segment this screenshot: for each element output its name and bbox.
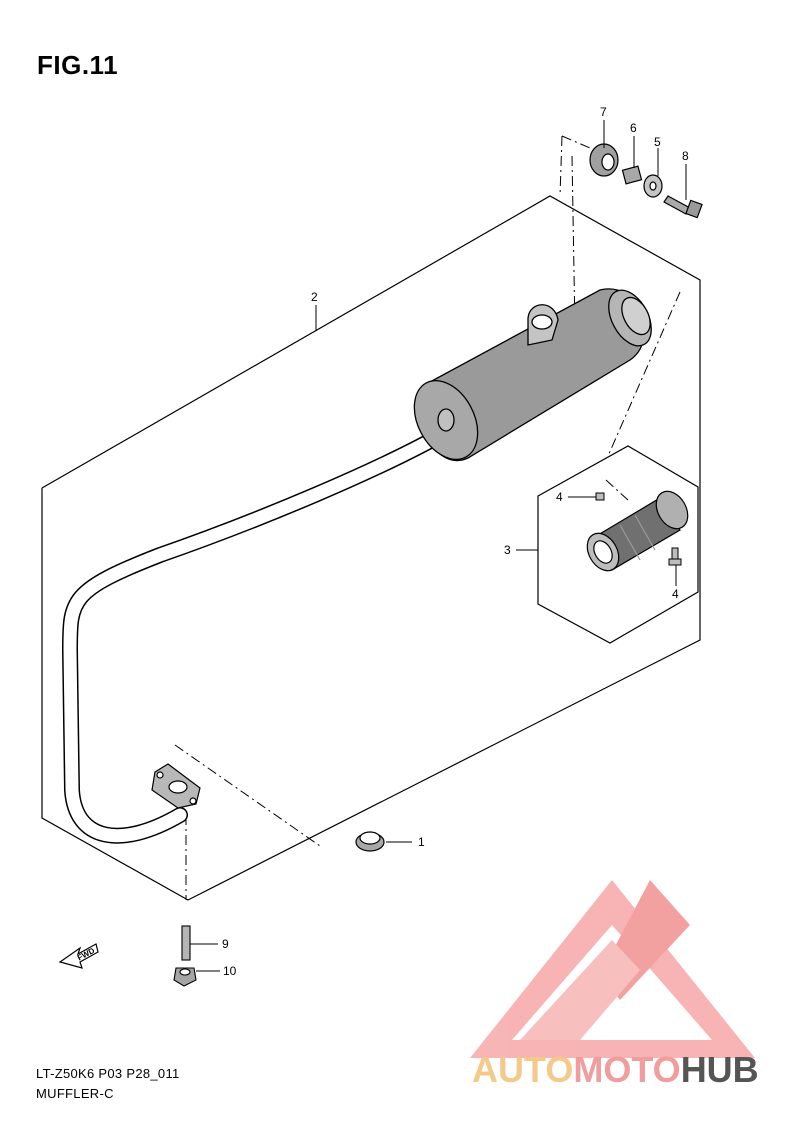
muffler-body xyxy=(413,288,652,462)
callout-10: 10 xyxy=(223,964,237,978)
figure-code: LT-Z50K6 P03 P28_011 xyxy=(36,1066,180,1081)
callout-6: 6 xyxy=(630,121,637,135)
callout-1: 1 xyxy=(418,835,425,849)
callout-numbers: 2 3 4 4 7 6 5 8 1 9 10 xyxy=(222,105,689,978)
watermark-auto: AUTO xyxy=(472,1049,573,1090)
watermark-hub: HUB xyxy=(681,1049,759,1090)
watermark-text: AUTOMOTOHUB xyxy=(472,1049,759,1090)
callout-2: 2 xyxy=(311,290,318,304)
callout-9: 9 xyxy=(222,937,229,951)
callout-7: 7 xyxy=(600,105,607,119)
spark-arrester xyxy=(586,490,689,572)
screw-part-4 xyxy=(595,492,682,566)
callout-4b: 4 xyxy=(672,587,679,601)
callout-3: 3 xyxy=(504,543,511,557)
figure-title: FIG.11 xyxy=(37,50,119,80)
figure-name: MUFFLER-C xyxy=(36,1086,114,1101)
callout-4a: 4 xyxy=(556,490,563,504)
mounting-hardware xyxy=(589,143,703,219)
pipe-flange xyxy=(151,763,201,809)
exhaust-pipe xyxy=(61,422,458,844)
callout-8: 8 xyxy=(682,149,689,163)
gasket-part-1 xyxy=(355,831,385,852)
fwd-arrow-icon: FWD xyxy=(58,943,99,969)
callout-5: 5 xyxy=(654,135,661,149)
dash-dot-guides xyxy=(174,135,681,900)
sub-assembly-outline xyxy=(537,445,699,644)
stud-and-nut xyxy=(173,925,197,987)
svg-text:AUTOMOTOHUB: AUTOMOTOHUB xyxy=(472,1049,759,1090)
watermark-moto: MOTO xyxy=(573,1049,680,1090)
callout-leaders xyxy=(190,120,687,972)
watermark-logo-icon xyxy=(470,880,755,1058)
main-assembly-outline xyxy=(41,195,701,901)
